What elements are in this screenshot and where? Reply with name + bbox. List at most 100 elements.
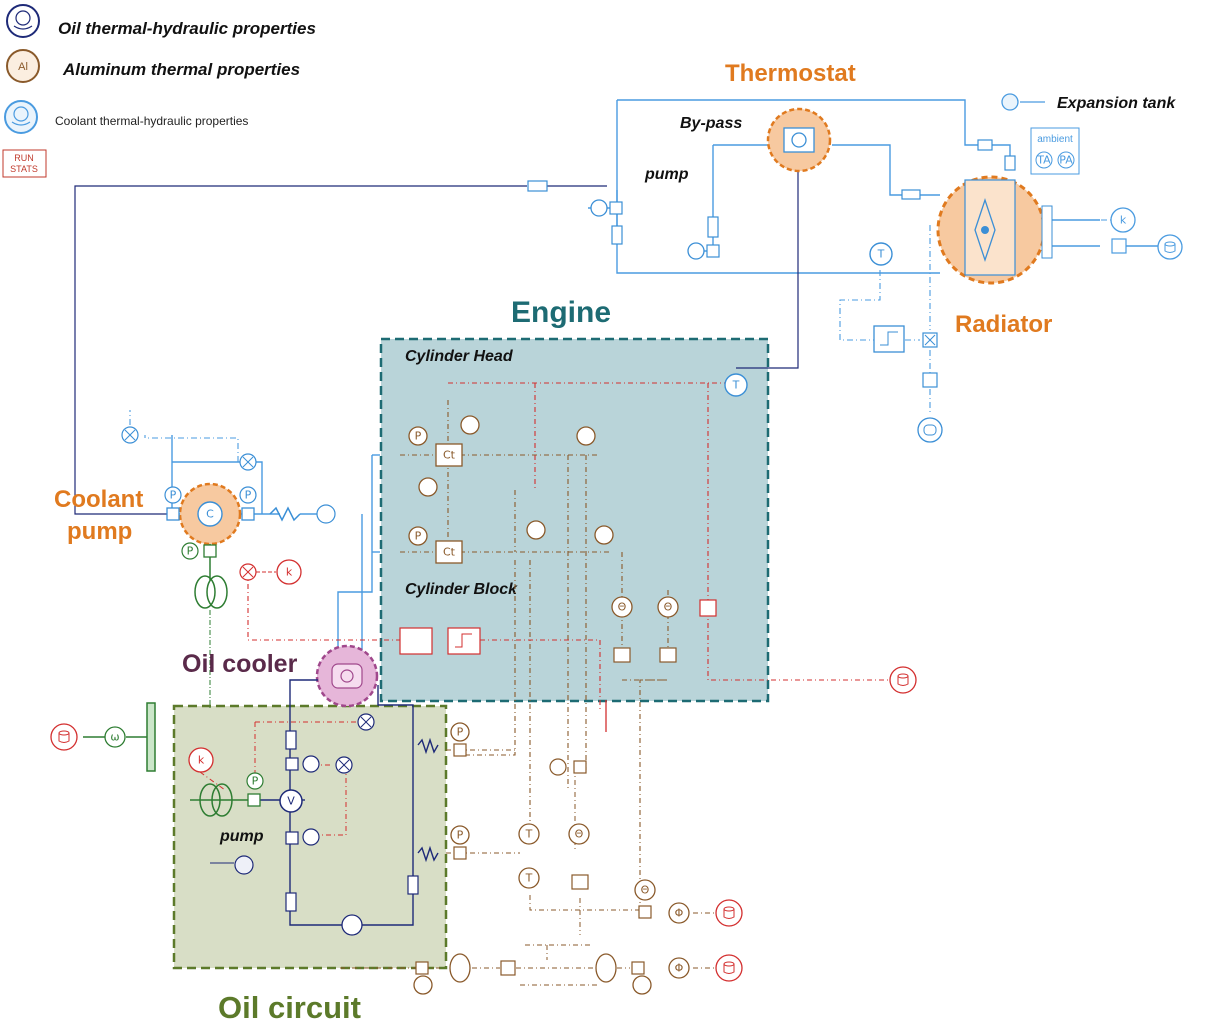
oil-pump-gain-symbol: k <box>198 754 205 767</box>
thermal-heat-source-3[interactable]: Θ <box>568 823 590 845</box>
thermal-gain-3[interactable] <box>571 874 589 890</box>
oil-cooler-multiplier[interactable] <box>357 713 375 731</box>
coolant-spring <box>269 506 301 522</box>
fan-gain-block[interactable] <box>922 372 938 388</box>
coolant-pipe-4[interactable] <box>611 225 623 245</box>
pressure-sensor-block[interactable]: P <box>408 526 428 546</box>
pressure-sensor-head[interactable]: P <box>408 426 428 446</box>
cylinder-head-ct-block[interactable]: Ct <box>435 443 463 467</box>
thermal-gain-5[interactable] <box>500 960 516 976</box>
radiator-gain-source[interactable]: k <box>1110 207 1136 233</box>
cylinder-block-ct-block[interactable]: Ct <box>435 540 463 564</box>
radiator[interactable] <box>936 175 1053 285</box>
engine-speed-input[interactable] <box>50 723 78 751</box>
oil-pipe-1[interactable] <box>285 730 297 750</box>
coolant-pump-power-sensor[interactable]: P <box>181 542 199 560</box>
thermal-heat-source-4[interactable]: Θ <box>634 879 656 901</box>
coolant-pipe-2[interactable] <box>901 189 921 200</box>
coolant-pipe-1[interactable] <box>527 180 548 192</box>
expansion-tank-icon[interactable] <box>1001 93 1045 111</box>
coolant-pipe-3[interactable] <box>707 216 719 238</box>
heat-gain-1[interactable] <box>613 647 631 663</box>
fan-hysteresis-block[interactable] <box>873 325 905 353</box>
coolant-multiplier-1[interactable] <box>121 426 139 444</box>
thermostat-valve[interactable] <box>766 107 832 173</box>
oil-pump-multiplier[interactable] <box>335 756 353 774</box>
run-stats-button[interactable]: RUN STATS <box>2 149 47 178</box>
oil-thermal-port-1[interactable] <box>453 743 467 757</box>
oil-pressure-sensor-2[interactable]: P <box>450 825 470 845</box>
radiator-gain-block[interactable] <box>1111 238 1127 254</box>
thermal-port-3[interactable] <box>573 760 587 774</box>
thermal-flow-sensor[interactable] <box>549 758 567 776</box>
thermal-port-6[interactable] <box>631 961 645 975</box>
coolant-multiplier-2[interactable] <box>239 453 257 471</box>
engine-gain-block[interactable] <box>699 599 717 617</box>
coolant-speed-gain[interactable]: k <box>276 559 302 585</box>
oil-flow-sensor-1[interactable] <box>302 755 320 773</box>
engine-speed-source[interactable]: ω <box>104 726 126 748</box>
thermal-mass-2[interactable] <box>595 953 617 983</box>
coolant-pipe-5[interactable] <box>977 139 993 151</box>
thermal-flow-1[interactable]: Φ <box>668 902 690 924</box>
oil-flow-sensor-2[interactable] <box>302 828 320 846</box>
thermal-flow-sensor-3[interactable] <box>632 975 652 995</box>
heat-source-1[interactable]: Θ <box>611 596 633 618</box>
coolant-pipe-6[interactable] <box>1004 155 1016 171</box>
oil-pump-gain[interactable]: k <box>188 747 214 773</box>
oil-properties-icon[interactable] <box>6 4 40 38</box>
heat-source-2[interactable]: Θ <box>657 596 679 618</box>
thermal-port-5[interactable] <box>415 961 429 975</box>
bypass-pump-sensor[interactable] <box>590 199 623 217</box>
oil-cooler-title: Oil cooler <box>182 650 298 678</box>
flow-sensor-head[interactable] <box>460 415 480 435</box>
oil-cooler[interactable] <box>315 644 379 708</box>
thermal-mass-1[interactable] <box>449 953 471 983</box>
flow-sensor-block-2[interactable] <box>594 525 614 545</box>
engine-temperature-sensor[interactable]: T <box>724 373 748 397</box>
ambient-block[interactable]: ambient TA PA <box>1030 127 1080 175</box>
oil-pump-power-sensor[interactable]: P <box>246 772 264 790</box>
ambient-t-symbol: TA <box>1036 154 1051 167</box>
oil-pump-shaft-port[interactable] <box>247 793 261 807</box>
coolant-pump[interactable]: C <box>178 482 242 546</box>
fan-multiplier[interactable] <box>922 332 938 348</box>
coolant-pressure-sensor-out[interactable]: P <box>239 486 257 504</box>
coolant-pump-outlet[interactable] <box>241 507 255 521</box>
flow-sensor-head-3[interactable] <box>576 426 596 446</box>
oil-port-2[interactable] <box>285 831 299 845</box>
oil-tank-icon[interactable] <box>210 855 254 875</box>
radiator-air-source[interactable] <box>1157 234 1183 260</box>
oil-pressure-sensor-1[interactable]: P <box>450 722 470 742</box>
thermal-port-4[interactable] <box>638 905 652 919</box>
oil-port-1[interactable] <box>285 757 299 771</box>
coolant-pump-shaft-port[interactable] <box>203 544 217 558</box>
heat-gain-2[interactable] <box>659 647 677 663</box>
flow-sensor-block[interactable] <box>526 520 546 540</box>
fan-speed-source[interactable] <box>917 417 943 443</box>
thermal-ambient-source-2[interactable] <box>715 954 743 982</box>
thermal-temperature-sensor-2[interactable]: T <box>518 867 540 889</box>
coolant-pump-inlet[interactable] <box>166 507 180 521</box>
coolant-pressure-sensor-in[interactable]: P <box>164 486 182 504</box>
temperature-sensor-radiator[interactable]: T <box>869 242 893 266</box>
oil-pipe-3[interactable] <box>407 875 419 895</box>
thermal-flow-2[interactable]: Φ <box>668 957 690 979</box>
main-coolant-return <box>74 165 799 515</box>
oil-temperature-reservoir[interactable] <box>341 914 363 936</box>
coolant-speed-multiplier[interactable] <box>239 563 257 581</box>
thermal-ambient-source-1[interactable] <box>715 899 743 927</box>
coolant-flow-source[interactable] <box>316 504 336 524</box>
oil-pump[interactable]: V <box>279 789 303 813</box>
flow-sensor-head-2[interactable] <box>418 477 438 497</box>
engine-ambient-source[interactable] <box>889 666 917 694</box>
first-order-filter[interactable] <box>399 627 433 655</box>
thermal-temperature-sensor-1[interactable]: T <box>518 823 540 845</box>
bypass-flow-sensor[interactable] <box>687 242 720 260</box>
hysteresis-block[interactable] <box>447 627 481 655</box>
thermal-flow-sensor-2[interactable] <box>413 975 433 995</box>
coolant-properties-icon[interactable] <box>4 100 38 134</box>
aluminum-properties-icon[interactable]: Al <box>6 49 40 83</box>
oil-thermal-port-2[interactable] <box>453 846 467 860</box>
oil-pipe-2[interactable] <box>285 892 297 912</box>
